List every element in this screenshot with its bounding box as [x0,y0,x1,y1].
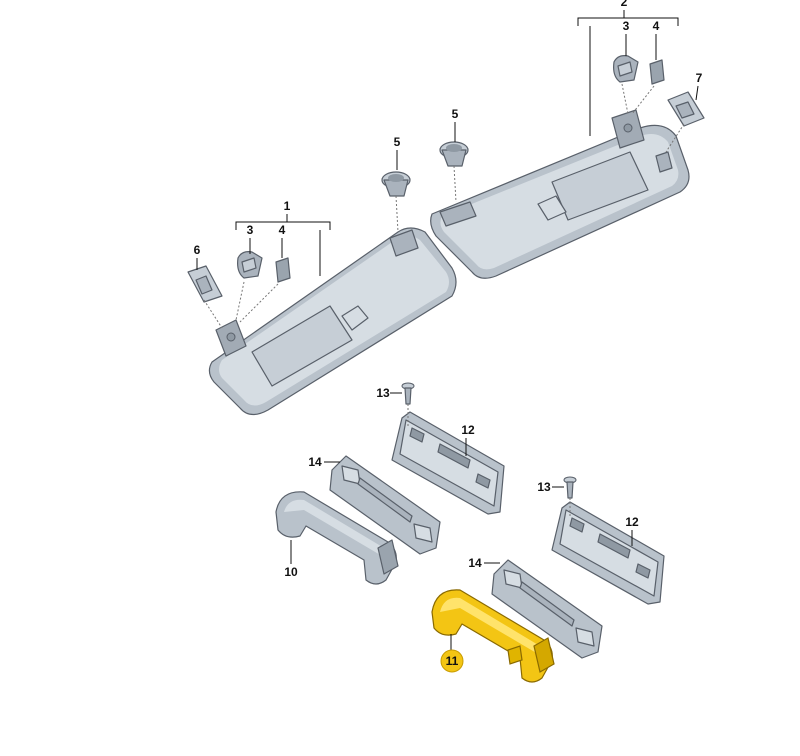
label-5-left: 5 [394,135,401,149]
assembly-dotted-lines [203,83,685,518]
grab-handle-11[interactable] [431,589,555,683]
frame-14-top[interactable] [329,455,441,555]
label-3-left: 3 [247,223,254,237]
grab-handle-10[interactable] [275,491,399,585]
label-4-left: 4 [279,223,286,237]
cover-6[interactable] [187,265,223,303]
mount-5-left[interactable] [381,171,411,197]
label-3-right: 3 [623,19,630,33]
bracket-12-top[interactable] [391,411,505,515]
label-14-bottom: 14 [468,556,482,570]
cover-7[interactable] [667,91,705,127]
label-11: 11 [446,654,459,668]
mount-5-right[interactable] [439,141,469,167]
sun-visor-left[interactable] [208,227,457,416]
leader-lines [196,10,699,652]
frame-14-bottom[interactable] [491,559,603,659]
screw-13-bottom[interactable] [563,476,577,499]
screw-13-top[interactable] [401,382,415,405]
label-12-top: 12 [461,423,475,437]
label-10: 10 [284,565,298,579]
label-14-top: 14 [308,455,322,469]
clip-3-left[interactable] [237,251,263,279]
label-13-top: 13 [376,386,390,400]
bracket-12-bottom[interactable] [551,501,665,605]
sun-visor-right[interactable] [430,109,690,279]
label-11-badge [440,649,464,673]
label-2: 2 [621,0,628,9]
label-4-right: 4 [653,19,660,33]
label-1: 1 [284,199,291,213]
cover-4-right[interactable] [649,59,665,85]
cover-4-left[interactable] [275,257,291,283]
label-12-bottom: 12 [625,515,639,529]
part-labels: 1 2 3 4 3 4 5 5 6 7 13 13 12 12 14 14 10… [194,0,703,673]
label-5-right: 5 [452,107,459,121]
label-13-bottom: 13 [537,480,551,494]
label-7: 7 [696,71,703,85]
clip-3-right[interactable] [613,55,639,83]
label-6: 6 [194,243,201,257]
